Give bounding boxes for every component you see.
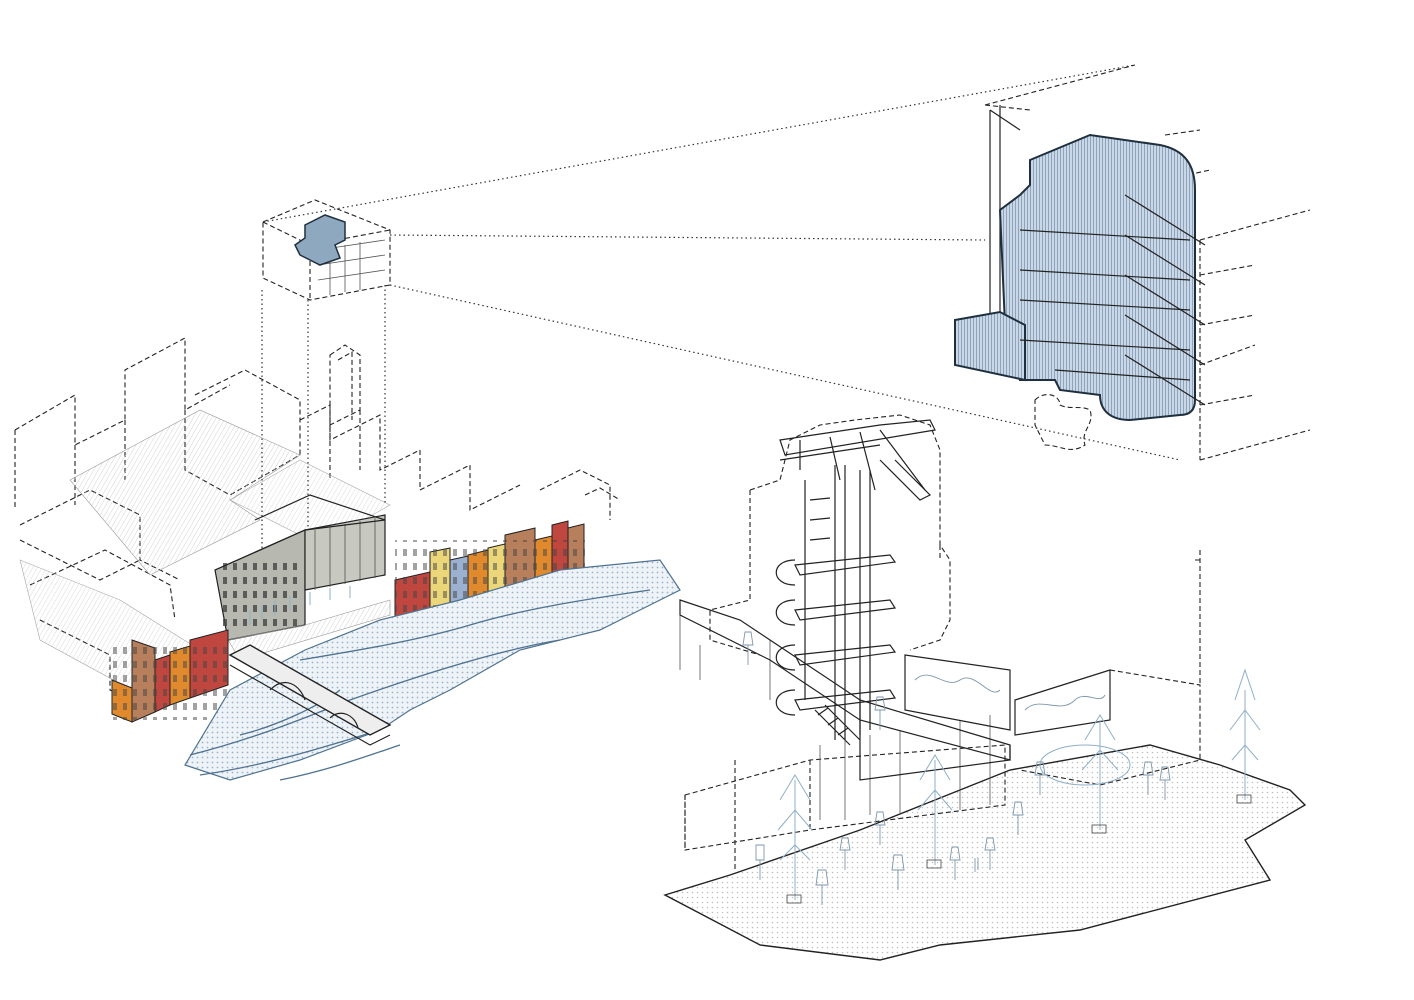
tree-pit bbox=[1091, 824, 1107, 834]
people-figures bbox=[742, 631, 1171, 905]
inset-box bbox=[262, 199, 391, 301]
bridge bbox=[228, 644, 392, 746]
core-lower-box bbox=[954, 310, 1026, 382]
projection-lines bbox=[261, 64, 1181, 560]
plaza-ground-plane bbox=[663, 545, 1307, 961]
plaza-trees bbox=[777, 668, 1261, 904]
tree-pit bbox=[926, 859, 942, 869]
mural-walls bbox=[904, 654, 1201, 786]
crane-truss bbox=[779, 419, 936, 501]
inset-core-model bbox=[294, 214, 346, 266]
riverside-trees bbox=[249, 586, 351, 625]
plaza-paving bbox=[663, 744, 1307, 961]
riverfront-houses-left bbox=[111, 629, 229, 723]
spiral-stair bbox=[775, 497, 897, 746]
stair-core-detail bbox=[954, 64, 1311, 461]
tree-pit bbox=[786, 894, 802, 904]
river bbox=[184, 559, 681, 781]
tower-stair-section bbox=[709, 414, 951, 746]
tree-pit bbox=[1236, 794, 1252, 804]
city-context-axonometric bbox=[14, 64, 1181, 781]
civic-building bbox=[214, 494, 391, 661]
glass-stair-core bbox=[998, 133, 1196, 422]
